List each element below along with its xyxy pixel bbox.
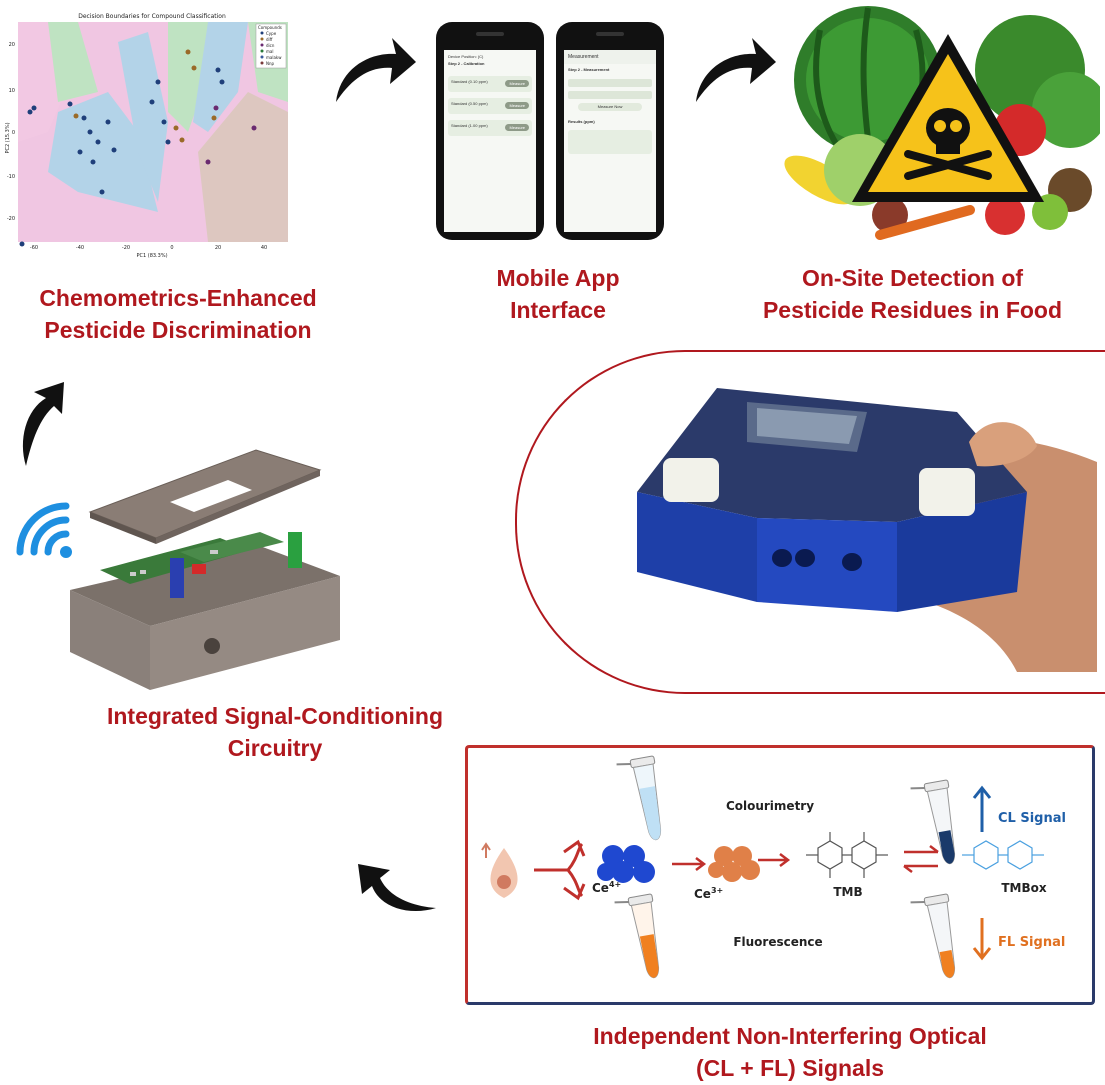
phone-screen: Device Position: (C) Step 2 - Calibratio…: [444, 50, 536, 232]
app-bar-title: Measurement: [564, 50, 656, 64]
results-card: [568, 130, 652, 154]
compound-select[interactable]: [568, 79, 652, 87]
device-photo-frame: [515, 350, 1105, 694]
tube-fluorescence-start: [614, 893, 660, 979]
caption-optical: Independent Non-Interfering Optical (CL …: [593, 1023, 987, 1081]
plot-xtick: 40: [261, 245, 267, 251]
optical-scheme-box: Colourimetry Fluorescence Ce4+ Ce3+ TMB …: [465, 745, 1095, 1005]
measure-now-button[interactable]: Measure Now: [578, 103, 642, 111]
plot-xtick: -40: [76, 245, 84, 251]
fl-down-arrow-icon: [972, 918, 992, 961]
caption-mobile: Mobile App Interface: [496, 265, 620, 323]
calibration-row[interactable]: Standard (1.00 ppm) Measure: [448, 120, 532, 136]
tmbox-label: TMBox: [1001, 881, 1047, 895]
tmb-structure: [806, 832, 888, 878]
wifi-icon: [16, 502, 72, 558]
calibration-row[interactable]: Standard (0.50 ppm) Measure: [448, 98, 532, 114]
skull-icon: [904, 108, 992, 180]
curved-arrow-icon: [696, 38, 776, 102]
phone-speaker: [596, 32, 624, 36]
measure-button[interactable]: Measure: [505, 80, 529, 87]
tmbox-structure: [962, 840, 1044, 870]
phone-left: Device Position: (C) Step 2 - Calibratio…: [436, 22, 544, 240]
ce3-nanoparticles: [708, 846, 760, 882]
device-body: [637, 492, 757, 602]
tube-colourimetry-start: [616, 755, 662, 841]
screen-header: Device Position: (C): [448, 54, 484, 59]
plot-xtick: -20: [122, 245, 130, 251]
caption-chemometrics: Chemometrics-Enhanced Pesticide Discrimi…: [39, 285, 317, 343]
legend-item: dicn: [266, 43, 275, 48]
plot-ytick: -20: [7, 216, 15, 222]
results-title: Results (ppm): [568, 119, 595, 124]
measure-button[interactable]: Measure: [505, 124, 529, 131]
legend-title: Compounds: [258, 25, 282, 30]
screen-step: Step 2 - Measurement: [568, 67, 610, 72]
curved-arrow-icon: [336, 38, 416, 102]
fluorescence-label: Fluorescence: [733, 935, 822, 949]
pesticide-drop-icon: [490, 848, 518, 898]
calibration-row[interactable]: Standard (0.10 ppm) Measure: [448, 76, 532, 92]
plot-ytick: 20: [9, 42, 15, 48]
legend-item: malakw: [266, 55, 282, 60]
legend-item: mal: [266, 49, 273, 54]
legend-item: Nnp: [266, 61, 275, 66]
hazard-warning-icon: [852, 34, 1044, 202]
ce3-label: Ce3+: [694, 886, 723, 901]
handheld-device: [637, 388, 1097, 672]
cl-up-arrow-icon: [972, 785, 992, 832]
tube-colourimetry-end: [910, 779, 956, 865]
colourimetry-label: Colourimetry: [726, 799, 814, 813]
pca-decision-plot: Decision Boundaries for Compound Classif…: [4, 8, 300, 260]
status-row: [568, 91, 652, 99]
tube-fluorescence-end: [910, 893, 956, 979]
caption-onsite: On-Site Detection of Pesticide Residues …: [762, 265, 1063, 323]
tmb-label: TMB: [833, 885, 862, 899]
phone-speaker: [476, 32, 504, 36]
ce4-nanoparticles: [597, 845, 655, 883]
plot-title: Decision Boundaries for Compound Classif…: [78, 13, 226, 20]
plot-ytick: 10: [9, 88, 15, 94]
cuvette-cap-c: [663, 458, 719, 502]
plot-xtick: 0: [170, 245, 173, 251]
circuit-box-render: [70, 449, 340, 690]
legend-item: Cype: [266, 31, 277, 36]
plot-xtick: -60: [30, 245, 38, 251]
phone-screen: Measurement Step 2 - Measurement Measure…: [564, 50, 656, 232]
curved-arrow-icon: [358, 864, 436, 912]
curved-arrow-icon: [22, 382, 64, 466]
cl-signal-label: CL Signal: [998, 811, 1066, 826]
plot-xlabel: PC1 (83.3%): [136, 253, 167, 259]
box-base: [70, 546, 340, 626]
measure-button[interactable]: Measure: [505, 102, 529, 109]
plot-ytick: -10: [7, 174, 15, 180]
fl-signal-label: FL Signal: [998, 935, 1065, 950]
ce4-label: Ce4+: [592, 880, 621, 895]
screen-step: Step 2 - Calibration: [448, 61, 485, 66]
plot-ylabel: PC2 (15.3%): [5, 122, 11, 153]
plot-xtick: 20: [215, 245, 221, 251]
food-illustration: [780, 0, 1105, 245]
cuvette-cap-f: [919, 468, 975, 516]
plot-ytick: 0: [12, 130, 15, 136]
phone-right: Measurement Step 2 - Measurement Measure…: [556, 22, 664, 240]
legend-item: diff: [266, 37, 273, 42]
caption-circuitry: Integrated Signal-Conditioning Circuitry: [106, 703, 444, 761]
